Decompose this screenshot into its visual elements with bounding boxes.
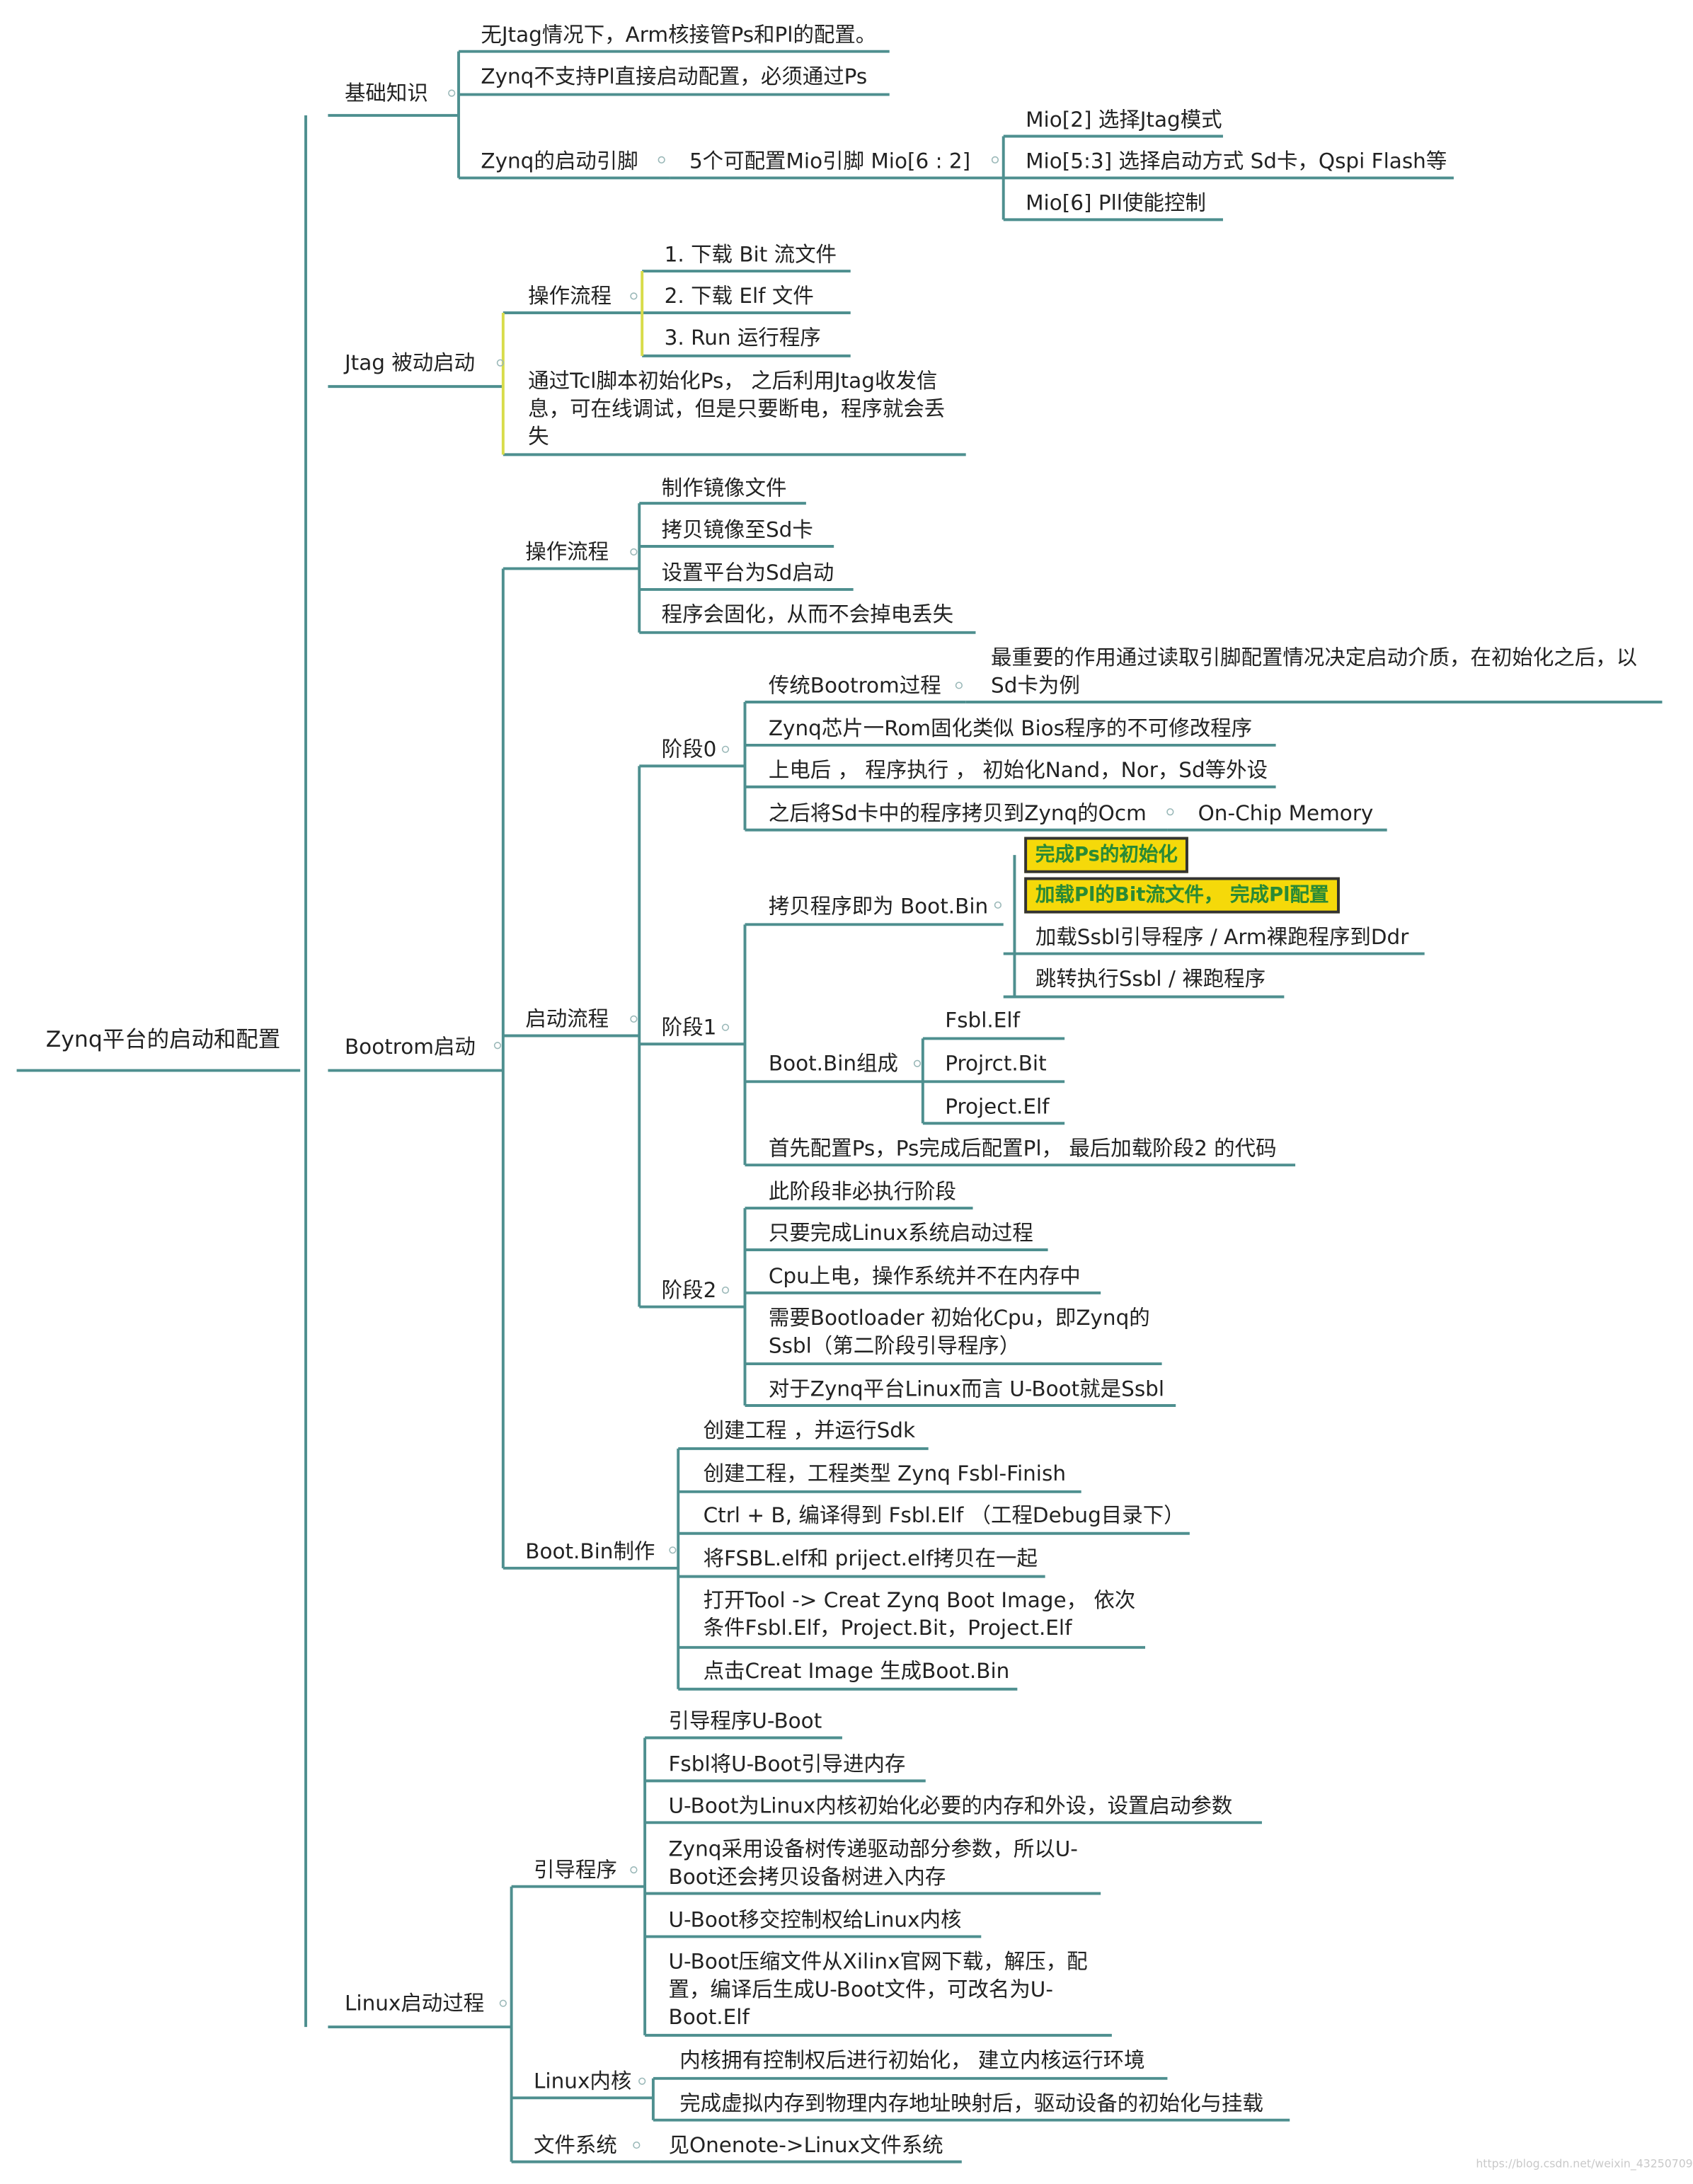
basics-mio6[interactable]: Mio[6] Pll使能控制 bbox=[1026, 190, 1206, 216]
collapse-dot bbox=[630, 1866, 638, 1874]
stage1-pl-config-highlight[interactable]: 加载Pl的Bit流文件， 完成Pl配置 bbox=[1024, 877, 1341, 914]
linux-filesystem[interactable]: 文件系统 bbox=[534, 2132, 617, 2158]
bootbin-make[interactable]: Boot.Bin制作 bbox=[525, 1539, 655, 1564]
basics-pl-via-ps[interactable]: Zynq不支持Pl直接启动配置，必须通过Ps bbox=[481, 64, 868, 89]
collapse-dot bbox=[1166, 808, 1174, 816]
make-step-6[interactable]: 点击Creat Image 生成Boot.Bin bbox=[703, 1658, 1010, 1684]
bootloader-4[interactable]: Zynq采用设备树传递驱动部分参数，所以U-Boot还会拷贝设备树进入内存 bbox=[668, 1836, 1078, 1890]
collapse-dot bbox=[658, 156, 665, 164]
make-step-2[interactable]: 创建工程，工程类型 Zynq Fsbl-Finish bbox=[703, 1461, 1067, 1486]
basics-boot-pins[interactable]: Zynq的启动引脚 bbox=[481, 149, 638, 174]
collapse-dot bbox=[721, 1286, 730, 1294]
collapse-dot bbox=[991, 156, 999, 164]
stage-2[interactable]: 阶段2 bbox=[661, 1277, 717, 1303]
stage0-traditional-note[interactable]: 最重要的作用通过读取引脚配置情况决定启动介质，在初始化之后，以Sd卡为例 bbox=[991, 645, 1638, 699]
bootloader-6[interactable]: U-Boot压缩文件从Xilinx官网下载，解压，配置，编译后生成U-Boot文… bbox=[668, 1949, 1088, 2030]
stage-1[interactable]: 阶段1 bbox=[661, 1015, 717, 1040]
collapse-dot bbox=[913, 1059, 922, 1067]
jtag-step-2[interactable]: 2. 下载 Elf 文件 bbox=[664, 283, 814, 309]
jtag-note[interactable]: 通过Tcl脚本初始化Ps， 之后利用Jtag收发信息，可在线调试，但是只要断电，… bbox=[528, 368, 946, 449]
collapse-dot bbox=[630, 548, 638, 556]
collapse-dot bbox=[630, 292, 638, 300]
bootrom-flow-2[interactable]: 拷贝镜像至Sd卡 bbox=[661, 517, 813, 543]
stage2-cpu-power[interactable]: Cpu上电，操作系统并不在内存中 bbox=[768, 1263, 1081, 1289]
topic-linux[interactable]: Linux启动过程 bbox=[344, 1991, 485, 2016]
stage0-rom[interactable]: Zynq芯片一Rom固化类似 Bios程序的不可修改程序 bbox=[768, 715, 1253, 742]
stage1-copy-bootbin[interactable]: 拷贝程序即为 Boot.Bin bbox=[768, 894, 989, 919]
collapse-dot bbox=[994, 901, 1002, 909]
bootloader-3[interactable]: U-Boot为Linux内核初始化必要的内存和外设，设置启动参数 bbox=[668, 1793, 1233, 1819]
make-step-3[interactable]: Ctrl + B, 编译得到 Fsbl.Elf （工程Debug目录下） bbox=[703, 1502, 1185, 1528]
kernel-1[interactable]: 内核拥有控制权后进行初始化， 建立内核运行环境 bbox=[679, 2047, 1145, 2073]
linux-kernel[interactable]: Linux内核 bbox=[534, 2069, 632, 2094]
collapse-dot bbox=[669, 1546, 677, 1554]
bootrom-flow-4[interactable]: 程序会固化，从而不会掉电丢失 bbox=[661, 602, 954, 627]
collapse-dot bbox=[630, 1015, 638, 1023]
linux-bootloader[interactable]: 引导程序 bbox=[534, 1857, 617, 1883]
jtag-step-1[interactable]: 1. 下载 Bit 流文件 bbox=[664, 241, 837, 268]
collapse-dot bbox=[493, 1042, 502, 1050]
collapse-dot bbox=[638, 2077, 646, 2085]
collapse-dot bbox=[499, 1999, 507, 2007]
bootbin-elf[interactable]: Project.Elf bbox=[945, 1093, 1050, 1120]
collapse-dot bbox=[496, 359, 505, 367]
topic-jtag[interactable]: Jtag 被动启动 bbox=[344, 350, 476, 376]
stage1-bootbin-parts[interactable]: Boot.Bin组成 bbox=[768, 1051, 899, 1076]
jtag-flow[interactable]: 操作流程 bbox=[528, 283, 612, 309]
collapse-dot bbox=[633, 2141, 641, 2149]
stage0-copy-ocm[interactable]: 之后将Sd卡中的程序拷贝到Zynq的Ocm bbox=[768, 800, 1147, 826]
collapse-dot bbox=[721, 1023, 730, 1031]
stage2-bootloader[interactable]: 需要Bootloader 初始化Cpu，即Zynq的Ssbl（第二阶段引导程序） bbox=[768, 1305, 1150, 1359]
bootrom-flow-3[interactable]: 设置平台为Sd启动 bbox=[661, 560, 834, 586]
stage1-jump[interactable]: 跳转执行Ssbl / 裸跑程序 bbox=[1035, 966, 1266, 992]
basics-arm-config[interactable]: 无Jtag情况下，Arm核接管Ps和Pl的配置。 bbox=[481, 22, 877, 47]
bootrom-flow-1[interactable]: 制作镜像文件 bbox=[661, 475, 787, 501]
stage0-power-on[interactable]: 上电后 ， 程序执行 ， 初始化Nand，Nor，Sd等外设 bbox=[768, 757, 1268, 783]
stage1-ps-init-highlight[interactable]: 完成Ps的初始化 bbox=[1024, 837, 1189, 873]
make-step-5[interactable]: 打开Tool -> Creat Zynq Boot Image， 依次条件Fsb… bbox=[703, 1587, 1136, 1640]
topic-bootrom[interactable]: Bootrom启动 bbox=[344, 1034, 476, 1059]
make-step-1[interactable]: 创建工程 ，并运行Sdk bbox=[703, 1418, 916, 1444]
bootloader-2[interactable]: Fsbl将U-Boot引导进内存 bbox=[668, 1752, 906, 1777]
stage2-optional[interactable]: 此阶段非必执行阶段 bbox=[768, 1178, 956, 1205]
collapse-dot bbox=[448, 89, 456, 97]
bootloader-1[interactable]: 引导程序U-Boot bbox=[668, 1708, 822, 1734]
basics-mio53[interactable]: Mio[5:3] 选择启动方式 Sd卡，Qspi Flash等 bbox=[1026, 149, 1447, 174]
stage1-load-ssbl[interactable]: 加载Ssbl引导程序 / Arm裸跑程序到Ddr bbox=[1035, 924, 1409, 950]
bootbin-bit[interactable]: Projrct.Bit bbox=[945, 1051, 1047, 1076]
stage-0[interactable]: 阶段0 bbox=[661, 737, 717, 762]
topic-basics[interactable]: 基础知识 bbox=[344, 80, 428, 106]
watermark: https://blog.csdn.net/weixin_43250709 bbox=[1476, 2157, 1693, 2171]
collapse-dot bbox=[721, 745, 730, 753]
root-topic[interactable]: Zynq平台的启动和配置 bbox=[45, 1025, 281, 1053]
basics-mio-pins[interactable]: 5个可配置Mio引脚 Mio[6 : 2] bbox=[689, 149, 971, 174]
stage1-order[interactable]: 首先配置Ps，Ps完成后配置Pl， 最后加载阶段2 的代码 bbox=[768, 1135, 1277, 1161]
bootbin-fsbl[interactable]: Fsbl.Elf bbox=[945, 1008, 1020, 1033]
make-step-4[interactable]: 将FSBL.elf和 priject.elf拷贝在一起 bbox=[703, 1546, 1038, 1571]
jtag-step-3[interactable]: 3. Run 运行程序 bbox=[664, 325, 821, 351]
bootloader-5[interactable]: U-Boot移交控制权给Linux内核 bbox=[668, 1907, 962, 1933]
filesystem-1[interactable]: 见Onenote->Linux文件系统 bbox=[668, 2132, 943, 2158]
stage2-linux[interactable]: 只要完成Linux系统启动过程 bbox=[768, 1220, 1033, 1246]
collapse-dot bbox=[955, 682, 963, 689]
stage2-uboot-ssbl[interactable]: 对于Zynq平台Linux而言 U-Boot就是Ssbl bbox=[768, 1376, 1165, 1402]
bootrom-flow[interactable]: 操作流程 bbox=[525, 539, 609, 565]
kernel-2[interactable]: 完成虚拟内存到物理内存地址映射后，驱动设备的初始化与挂载 bbox=[679, 2091, 1263, 2116]
basics-mio2[interactable]: Mio[2] 选择Jtag模式 bbox=[1026, 107, 1222, 132]
stage0-ocm-name[interactable]: On-Chip Memory bbox=[1198, 800, 1374, 826]
stage0-traditional[interactable]: 传统Bootrom过程 bbox=[768, 672, 941, 699]
bootrom-process[interactable]: 启动流程 bbox=[525, 1006, 609, 1032]
